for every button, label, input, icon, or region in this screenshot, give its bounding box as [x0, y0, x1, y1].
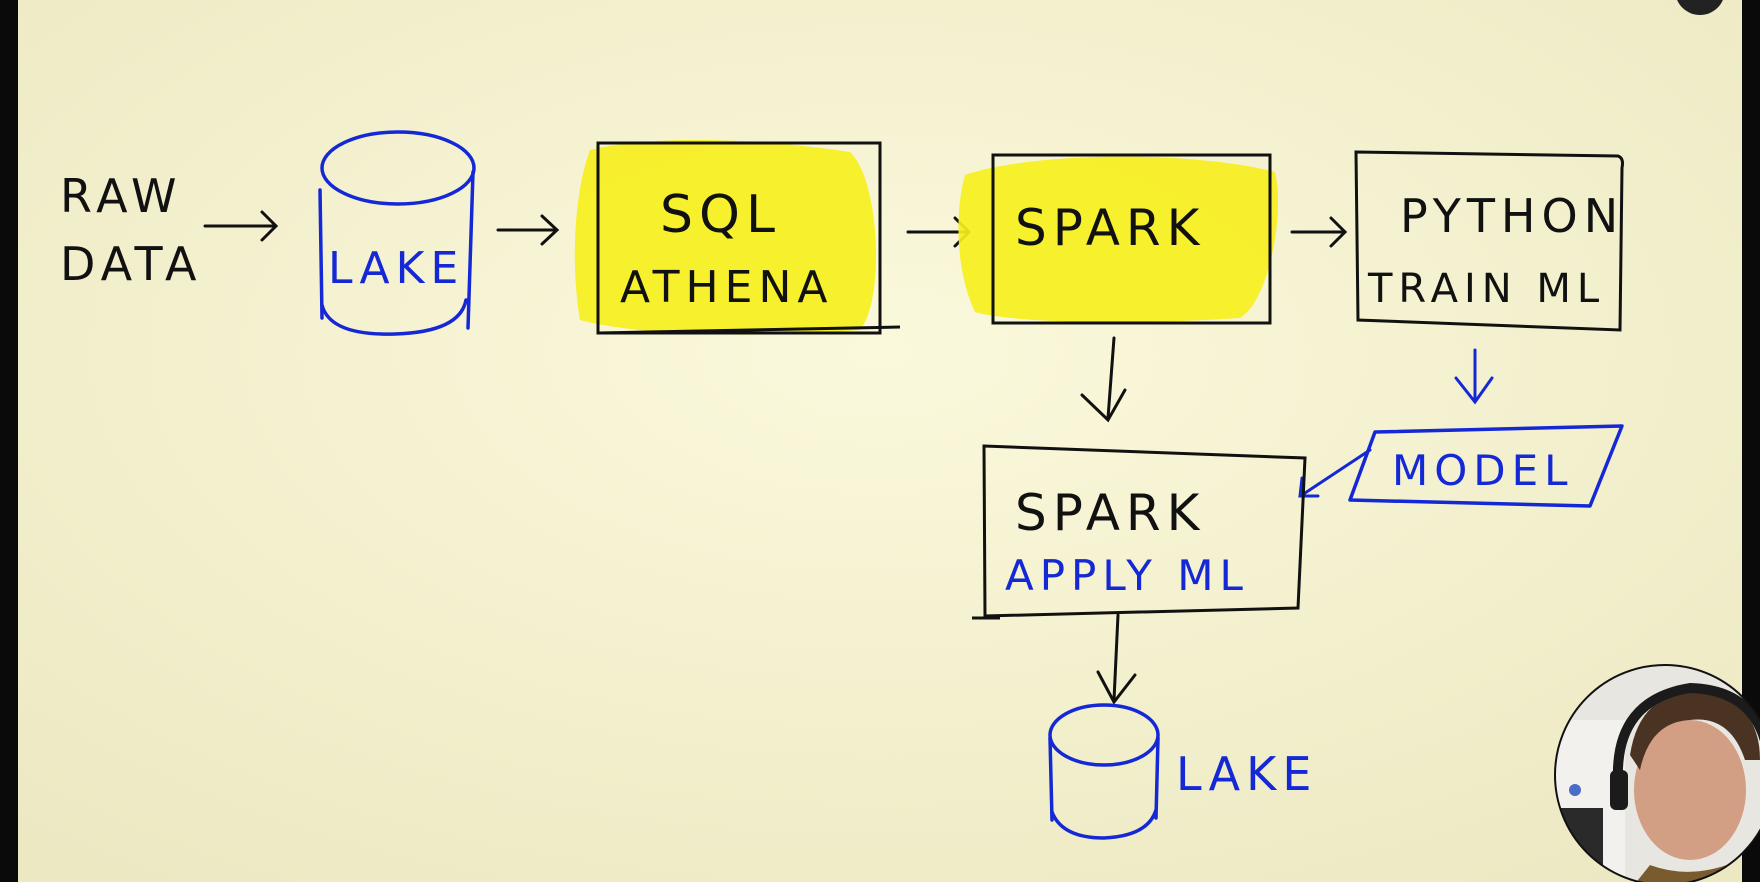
- spark-process-box: SPARK: [958, 153, 1279, 325]
- presenter-webcam-icon: [1555, 665, 1760, 882]
- paper-background: [18, 0, 1742, 882]
- arrow-model-to-apply: [1298, 448, 1372, 498]
- lake-output-label: LAKE: [1176, 747, 1317, 801]
- arrow-raw-to-lake: [203, 210, 279, 242]
- model-label: MODEL: [1392, 446, 1574, 495]
- svg-text:DATA: DATA: [60, 237, 203, 291]
- lake-source-label: LAKE: [328, 243, 464, 294]
- webcam-frame: [1554, 664, 1760, 882]
- lake-output-cylinder: [1048, 703, 1160, 840]
- train-ml-label: TRAIN ML: [1367, 266, 1605, 312]
- corner-button-icon[interactable]: [1675, 0, 1725, 15]
- python-label: PYTHON: [1400, 189, 1624, 243]
- arrow-python-down: [1454, 348, 1494, 405]
- spark-apply-box: SPARK APPLY ML: [972, 444, 1307, 620]
- arrow-spark-to-python: [1290, 216, 1348, 248]
- python-train-box: PYTHON TRAIN ML: [1354, 150, 1624, 332]
- svg-text:RAW: RAW: [60, 169, 183, 223]
- right-frame: [1742, 0, 1760, 882]
- spark-label: SPARK: [1015, 199, 1205, 257]
- spark-apply-title: SPARK: [1015, 484, 1205, 542]
- lake-source-cylinder: [318, 130, 476, 336]
- arrow-spark-down: [1080, 336, 1127, 423]
- model-node: MODEL: [1348, 424, 1624, 508]
- arrow-apply-to-lake: [1096, 613, 1137, 705]
- athena-label: ATHENA: [620, 262, 833, 313]
- raw-data-label: RAW DATA: [60, 169, 203, 291]
- left-frame: [0, 0, 18, 882]
- sql-athena-box: SQL ATHENA: [574, 140, 901, 335]
- sql-label: SQL: [660, 185, 781, 245]
- apply-ml-label: APPLY ML: [1005, 551, 1249, 600]
- arrow-lake-to-sql: [496, 214, 560, 246]
